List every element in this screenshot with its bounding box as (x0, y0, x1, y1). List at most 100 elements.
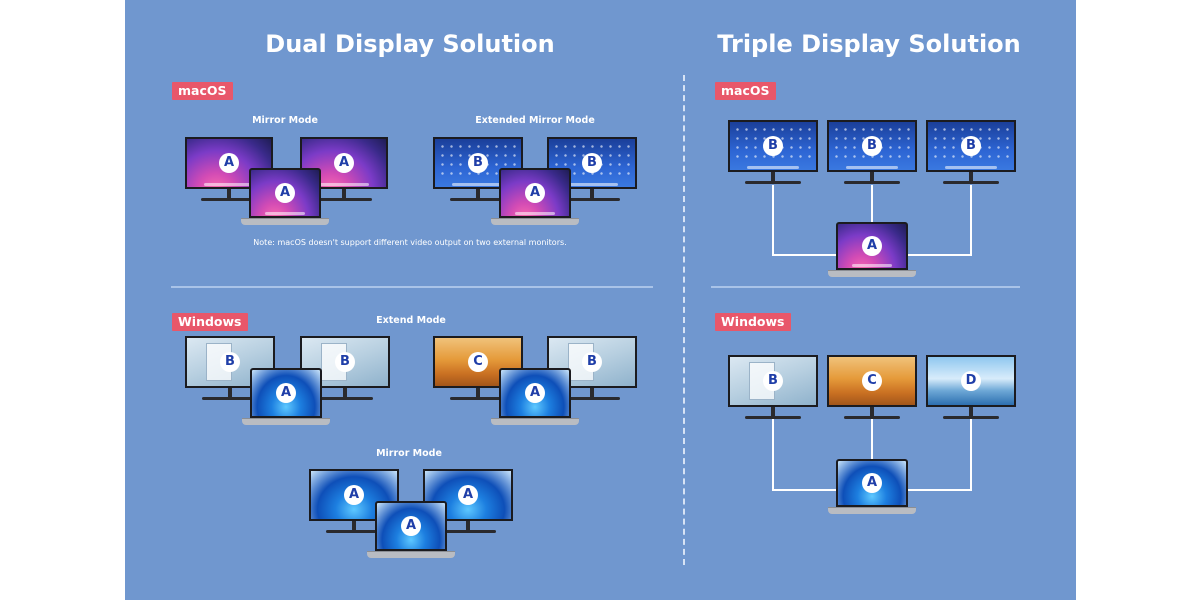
dual-win-extend2-laptop-keyboard-base (491, 418, 579, 425)
triple-mac-center-line (871, 185, 873, 223)
triple-macos-tag: macOS (715, 82, 776, 100)
dual-mac-extmirror-laptop-keyboard-base (491, 218, 579, 225)
dual-win-extend2-monitor-right-badge: B (582, 352, 602, 372)
dual-mac-extended-mirror-label: Extended Mirror Mode (475, 115, 595, 126)
triple-win-laptop-badge: A (862, 473, 882, 493)
diagram-panel: Dual Display Solution Triple Display Sol… (125, 0, 1076, 600)
dual-win-extend1-laptop-keyboard-base (242, 418, 330, 425)
dual-mac-extmirror-monitor-left: B (433, 137, 523, 203)
dual-win-mirror-monitor-left-stand-base (326, 530, 382, 533)
dual-win-mirror-monitor-left-stand (352, 521, 356, 531)
triple-win-monitor-3: D (926, 355, 1016, 421)
dual-win-mirror-laptop-badge: A (401, 516, 421, 536)
triple-mac-monitor-1: B (728, 120, 818, 186)
dual-win-mirror-laptop-screen: A (375, 501, 447, 551)
dual-mac-mirror-monitor-left-stand (227, 189, 231, 199)
dual-mac-extmirror-monitor-right-stand-base (564, 198, 620, 201)
dual-mac-extmirror-monitor-left-badge: B (468, 153, 488, 173)
dual-mac-mirror-laptop-badge: A (275, 183, 295, 203)
triple-win-monitor-1-stand (771, 407, 775, 417)
triple-mac-monitor-1-badge: B (763, 136, 783, 156)
dual-win-mirror-label: Mirror Mode (376, 448, 442, 459)
triple-mac-monitor-1-stand (771, 172, 775, 182)
dual-win-mirror-laptop-keyboard-base (367, 551, 455, 558)
triple-win-monitor-3-badge: D (961, 371, 981, 391)
triple-win-laptop-screen: A (836, 459, 908, 507)
triple-mac-laptop-keyboard-base (828, 270, 916, 277)
dual-mac-extmirror-monitor-right-screen: B (547, 137, 637, 189)
dual-mac-extmirror-monitor-right-stand (590, 189, 594, 199)
triple-win-laptop-keyboard-base (828, 507, 916, 514)
dual-win-mirror-monitor-left-screen: A (309, 469, 399, 521)
dual-win-extend1-laptop-screen: A (250, 368, 322, 418)
dual-mac-extmirror-laptop-screen: A (499, 168, 571, 218)
dual-mac-extmirror-monitor-left-stand-base (450, 198, 506, 201)
triple-mac-monitor-2-badge: B (862, 136, 882, 156)
dual-win-mirror-monitor-right-stand-base (440, 530, 496, 533)
dual-win-extend2-monitor-right-screen: B (547, 336, 637, 388)
dual-win-extend1-laptop: A (242, 368, 330, 426)
dual-mac-mirror-monitor-left-screen: A (185, 137, 273, 189)
dual-win-mirror-laptop: A (367, 501, 455, 559)
triple-mac-monitor-2-stand (870, 172, 874, 182)
dual-win-extend2-monitor-left: C (433, 336, 523, 402)
dual-win-extend1-monitor-left-badge: B (220, 352, 240, 372)
dual-win-mirror-monitor-right-stand (466, 521, 470, 531)
dual-win-extend2-laptop-screen: A (499, 368, 571, 418)
dual-win-extend2-monitor-right-stand (590, 388, 594, 398)
dual-win-extend2-monitor-left-stand (476, 388, 480, 398)
dual-mac-extmirror-monitor-left-stand (476, 189, 480, 199)
triple-win-monitor-2-stand-base (844, 416, 900, 419)
dual-display-title: Dual Display Solution (265, 30, 555, 58)
dual-mac-mirror-laptop-keyboard-base (241, 218, 329, 225)
dual-mac-mirror-monitor-right-badge: A (334, 153, 354, 173)
triple-windows-tag: Windows (715, 313, 791, 331)
dual-win-extend2-monitor-left-badge: C (468, 352, 488, 372)
dual-win-extend2-laptop-badge: A (525, 383, 545, 403)
triple-mac-monitor-3-screen: B (926, 120, 1016, 172)
dual-win-mirror-monitor-right-badge: A (458, 485, 478, 505)
dual-win-extend2-laptop: A (491, 368, 579, 426)
dual-horizontal-divider (171, 286, 653, 288)
triple-mac-monitor-2-screen: B (827, 120, 917, 172)
dual-windows-tag: Windows (172, 313, 248, 331)
triple-win-monitor-2-screen: C (827, 355, 917, 407)
triple-win-laptop: A (828, 459, 916, 515)
dual-mac-mirror-monitor-left-badge: A (219, 153, 239, 173)
dual-mac-extmirror-laptop: A (491, 168, 579, 226)
dual-win-extend1-monitor-right-badge: B (335, 352, 355, 372)
dual-win-extend1-monitor-left-stand (228, 388, 232, 398)
dual-mac-mirror-monitor-left: A (185, 137, 273, 203)
dual-mac-mirror-monitor-left-stand-base (201, 198, 257, 201)
dual-mac-mirror-label: Mirror Mode (252, 115, 318, 126)
triple-win-monitor-1-badge: B (763, 371, 783, 391)
triple-mac-monitor-3-stand (969, 172, 973, 182)
triple-mac-monitor-2-stand-base (844, 181, 900, 184)
dual-win-extend2-monitor-right: B (547, 336, 637, 402)
dual-win-mirror-monitor-left: A (309, 469, 399, 535)
triple-display-title: Triple Display Solution (717, 30, 1021, 58)
dual-win-extend1-monitor-left-stand-base (202, 397, 258, 400)
dual-win-extend2-monitor-left-screen: C (433, 336, 523, 388)
dual-win-extend-label: Extend Mode (376, 315, 446, 326)
dual-mac-extmirror-monitor-left-screen: B (433, 137, 523, 189)
triple-mac-monitor-3: B (926, 120, 1016, 186)
triple-win-monitor-2-badge: C (862, 371, 882, 391)
triple-horizontal-divider (711, 286, 1020, 288)
triple-win-monitor-3-stand (969, 407, 973, 417)
dual-mac-extmirror-laptop-badge: A (525, 183, 545, 203)
triple-mac-laptop-screen: A (836, 222, 908, 270)
triple-win-monitor-3-stand-base (943, 416, 999, 419)
macos-note: Note: macOS doesn't support different vi… (253, 238, 567, 247)
dual-mac-mirror-monitor-right-stand-base (316, 198, 372, 201)
dual-win-extend1-laptop-badge: A (276, 383, 296, 403)
dual-macos-tag: macOS (172, 82, 233, 100)
triple-win-monitor-1-stand-base (745, 416, 801, 419)
triple-mac-monitor-3-badge: B (961, 136, 981, 156)
triple-mac-monitor-2: B (827, 120, 917, 186)
triple-win-monitor-2: C (827, 355, 917, 421)
triple-win-monitor-1-screen: B (728, 355, 818, 407)
triple-win-monitor-3-screen: D (926, 355, 1016, 407)
triple-win-monitor-2-stand (870, 407, 874, 417)
triple-mac-monitor-3-stand-base (943, 181, 999, 184)
